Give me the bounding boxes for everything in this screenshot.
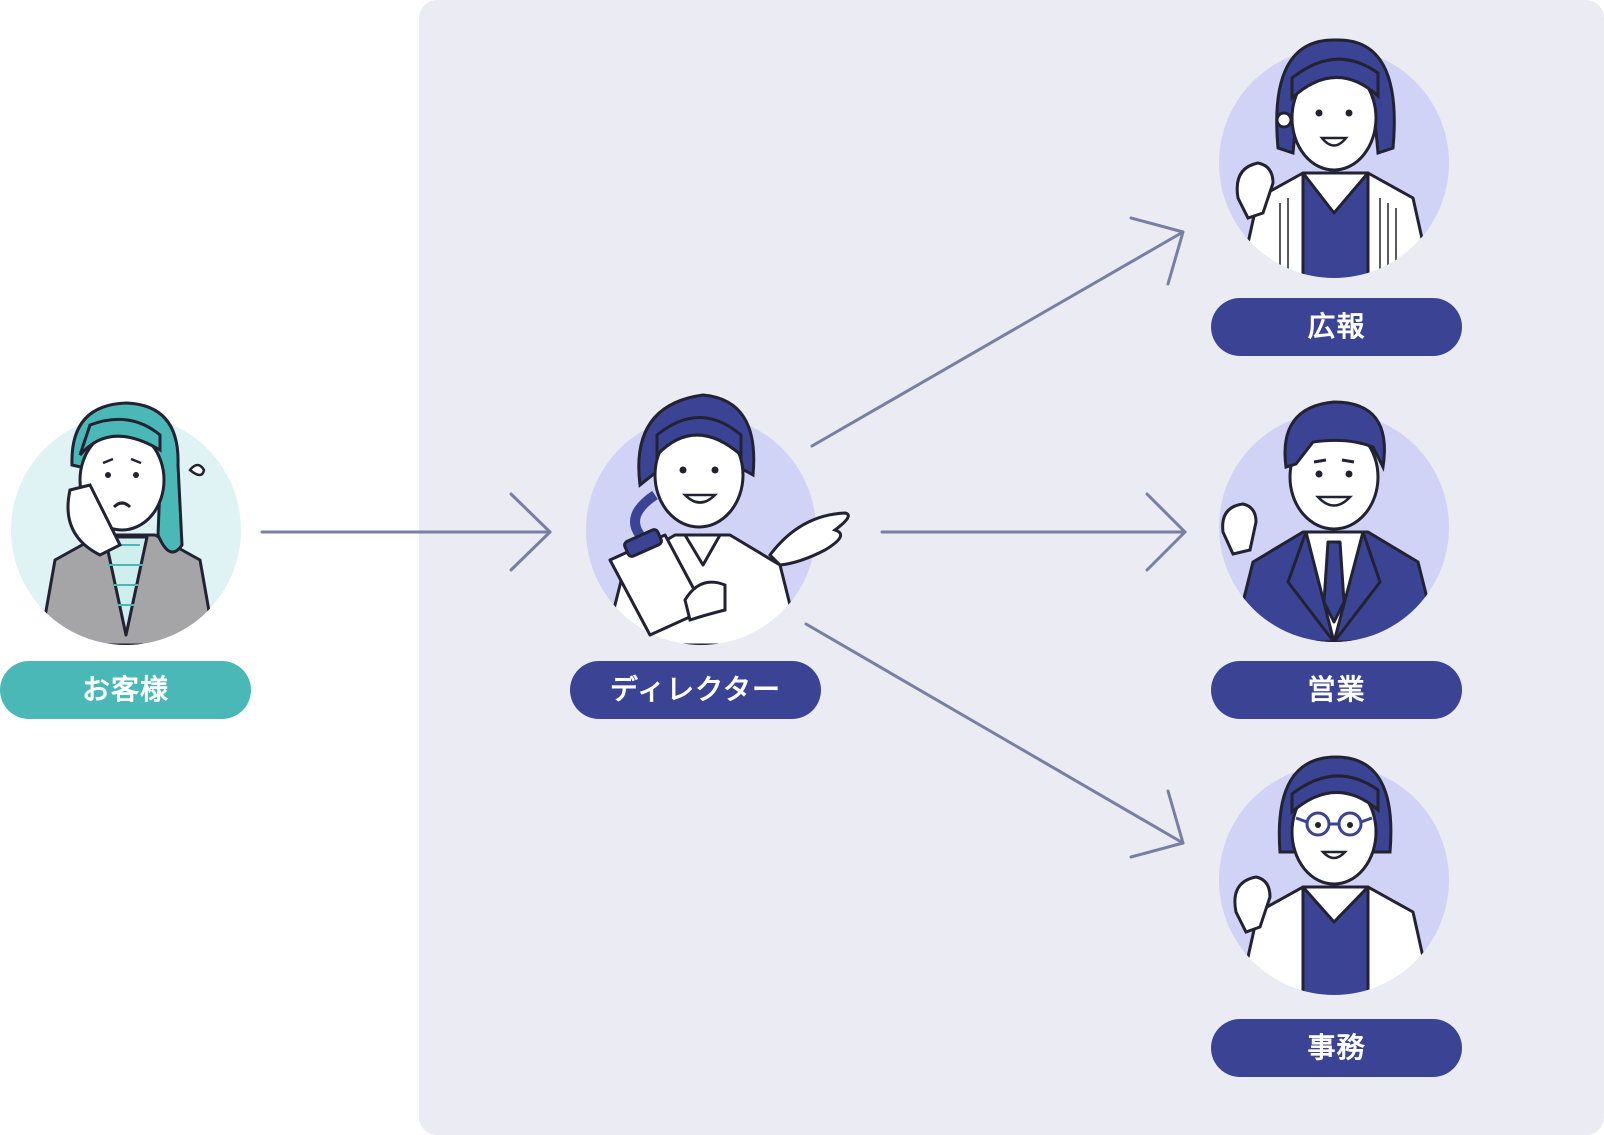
fist-shape: [1221, 502, 1258, 556]
arrow-line: [804, 622, 1185, 845]
customer-avatar: [10, 395, 242, 645]
director-avatar: [585, 385, 875, 645]
edge-customer-director: [260, 492, 552, 572]
arrow-head: [1145, 492, 1187, 572]
director-label: ディレクター: [570, 661, 821, 719]
pr-avatar: [1218, 38, 1450, 288]
clipboard-icon: [608, 528, 707, 637]
arrow-head: [509, 492, 552, 572]
edge-director-office: [804, 622, 1185, 859]
glasses-icon: [1295, 811, 1373, 837]
arrow-head: [1129, 216, 1185, 286]
sales-avatar: [1218, 392, 1450, 642]
sales-label: 営業: [1211, 661, 1462, 719]
fist-shape: [1233, 875, 1272, 934]
open-hand-shape: [768, 511, 850, 567]
office-label: 事務: [1211, 1019, 1462, 1077]
hand-shape: [66, 483, 123, 557]
headset-icon: [1275, 111, 1293, 129]
arrow-line: [810, 230, 1185, 448]
edge-director-sales: [880, 492, 1187, 572]
arrow-head: [1129, 789, 1185, 859]
customer-label: お客様: [0, 661, 251, 719]
fist-shape: [1235, 161, 1275, 220]
pr-label: 広報: [1211, 298, 1462, 356]
hair-shape: [1283, 400, 1386, 472]
office-avatar: [1218, 752, 1450, 1002]
edge-director-pr: [810, 216, 1185, 448]
sweat-drop-icon: [188, 463, 206, 477]
